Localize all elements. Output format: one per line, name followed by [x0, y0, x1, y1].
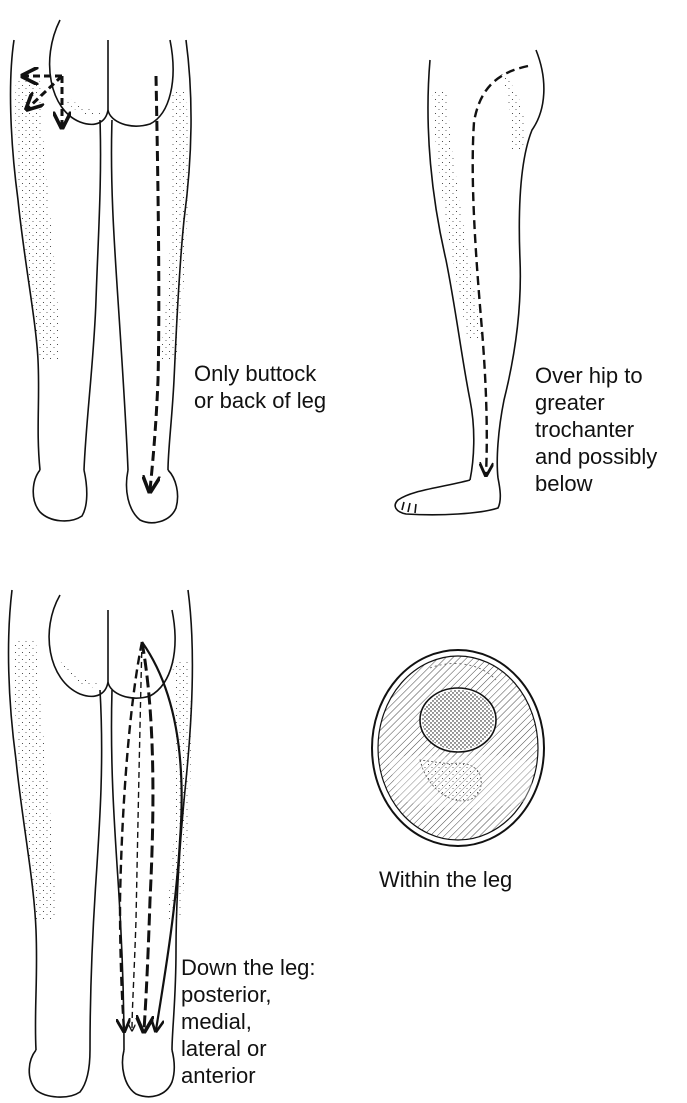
- back-view-figure-1: [11, 20, 192, 523]
- back-view-figure-2: [9, 590, 193, 1097]
- caption-down-leg: Down the leg: posterior, medial, lateral…: [181, 954, 316, 1089]
- leg-cross-section: [372, 650, 544, 846]
- back-of-leg-pain-arrow: [150, 76, 159, 490]
- caption-hip: Over hip to greater trochanter and possi…: [535, 362, 657, 497]
- side-view-figure: [395, 50, 544, 515]
- caption-buttock: Only buttock or back of leg: [194, 360, 326, 414]
- caption-within-leg: Within the leg: [379, 866, 512, 893]
- down-the-leg-pain-arrows: [120, 642, 182, 1030]
